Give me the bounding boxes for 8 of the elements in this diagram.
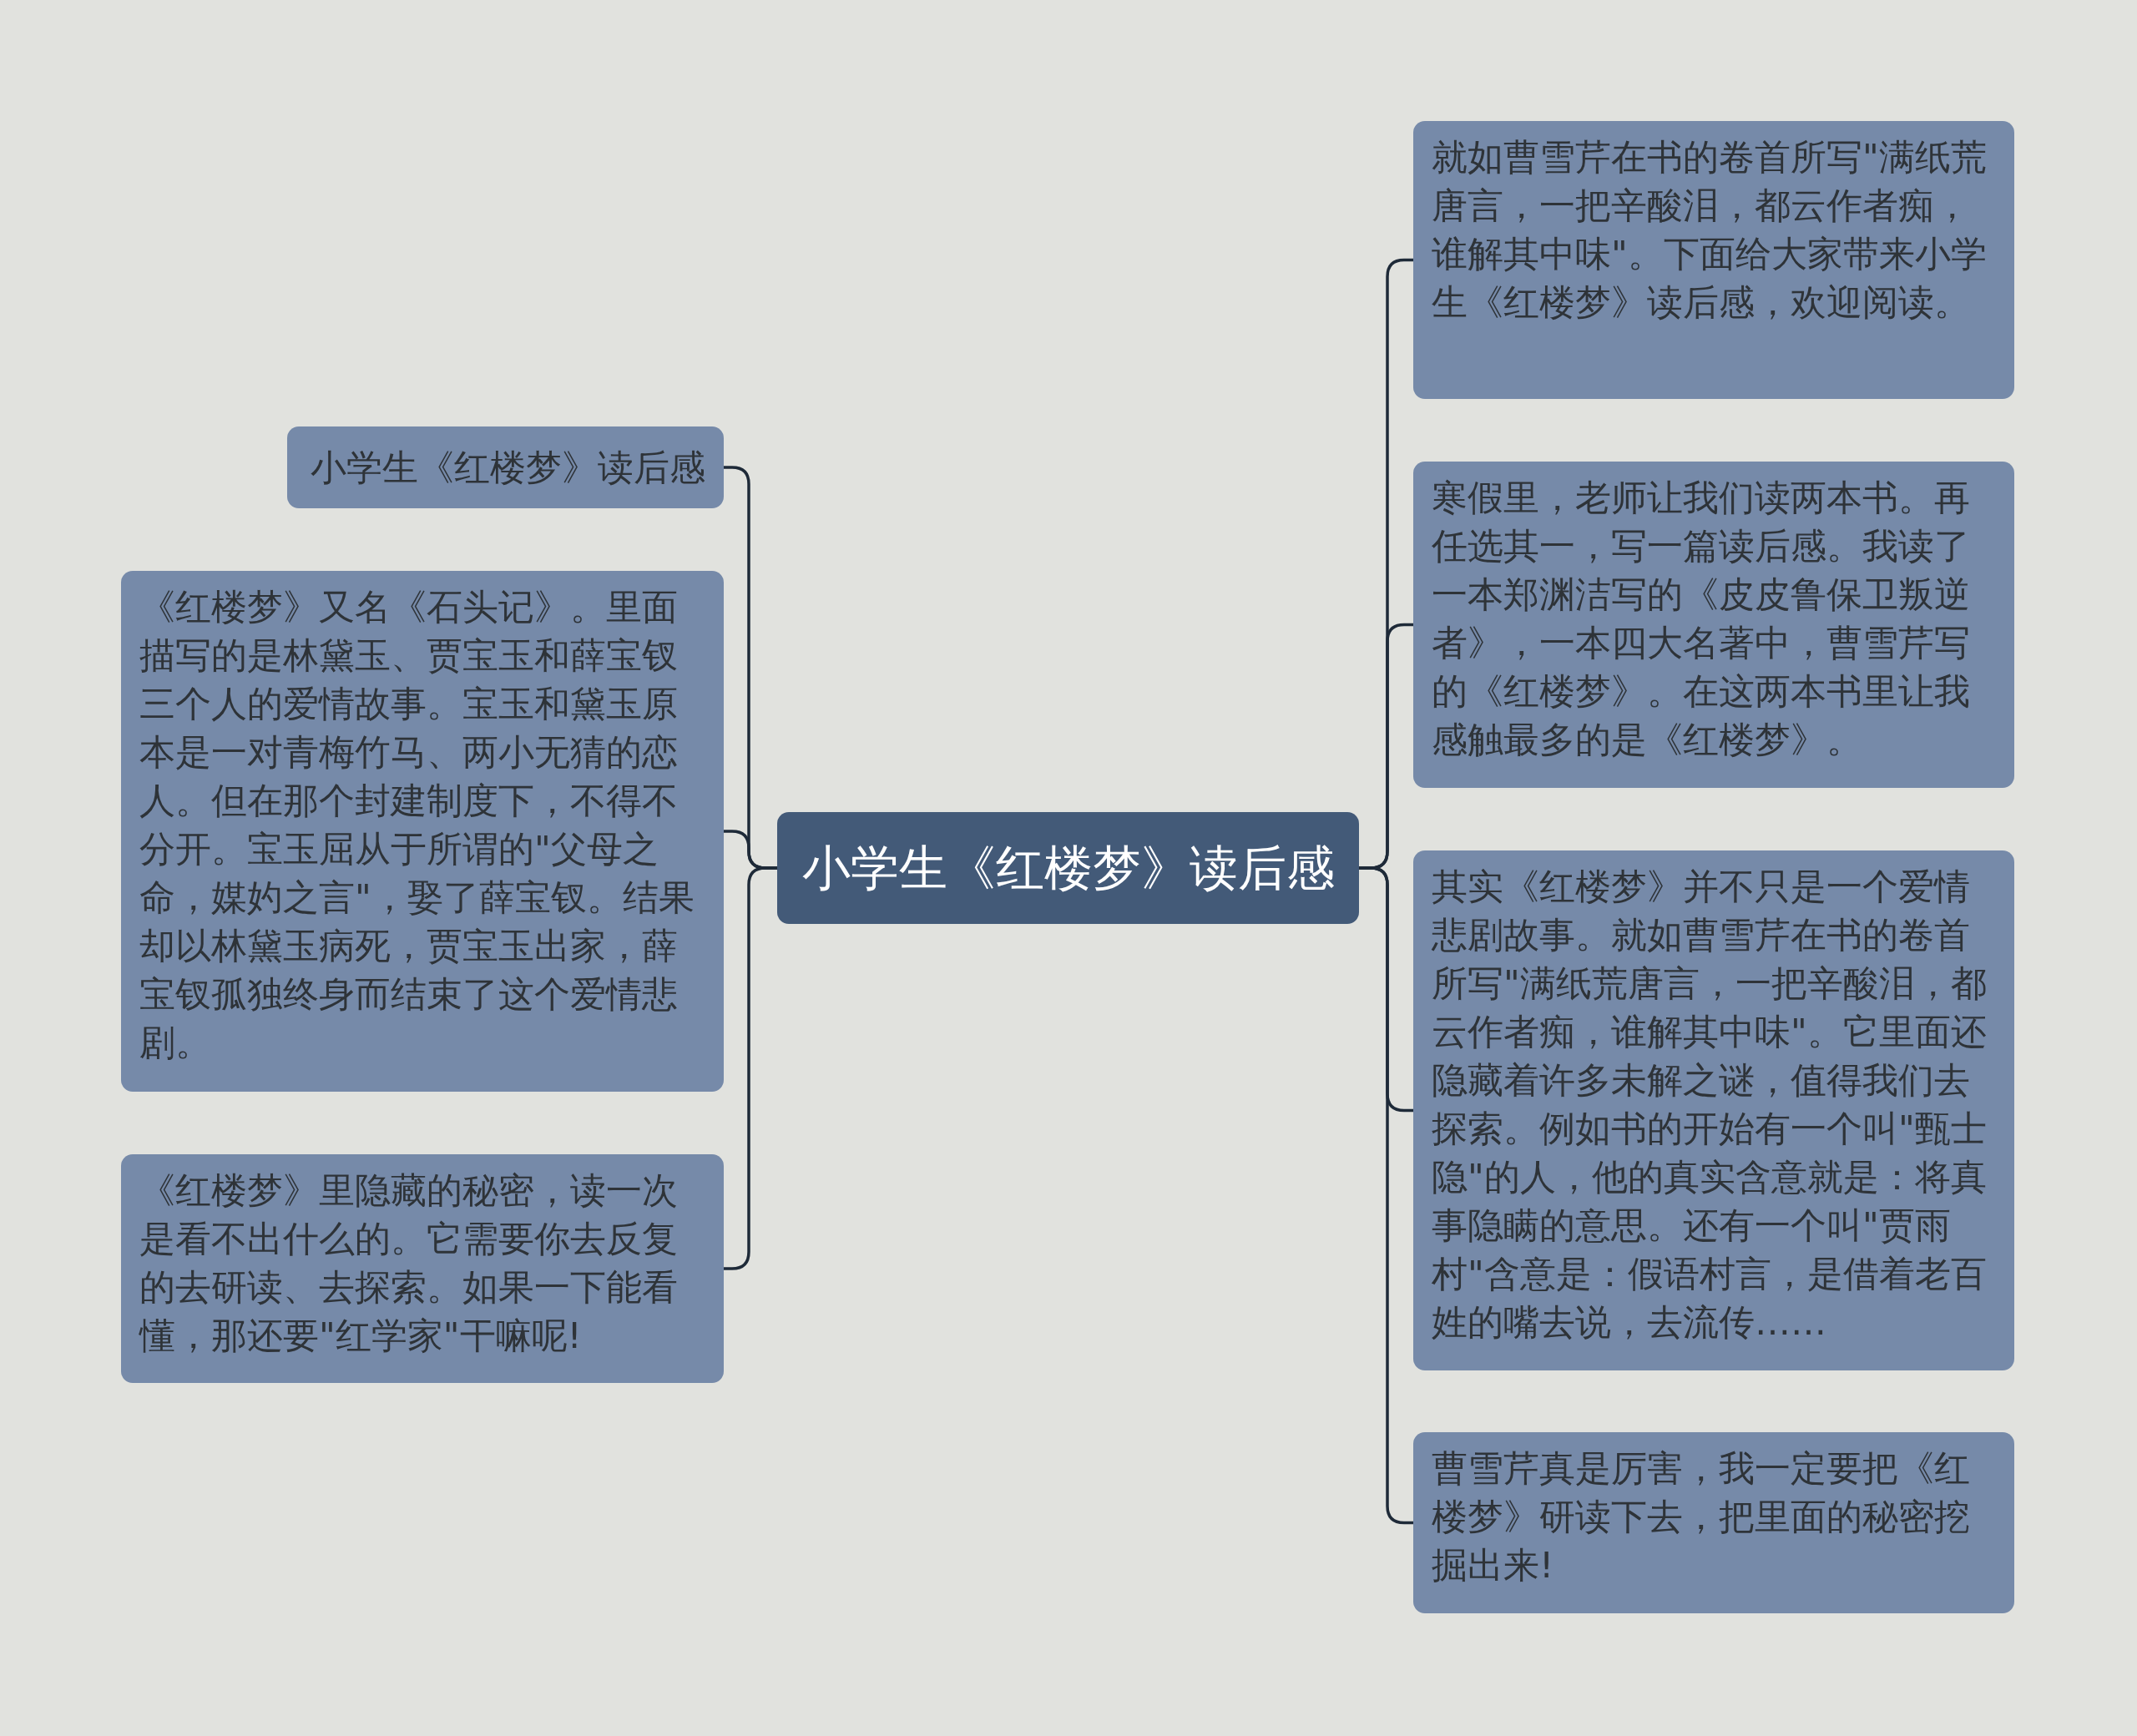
topic-box: 就如曹雪芹在书的卷首所写"满纸荒唐言，一把辛酸泪，都云作者痴，谁解其中味"。下面给大家带来小学生《红楼梦》读后感，欢迎阅读。 bbox=[1413, 121, 2014, 399]
topic-box: 《红楼梦》又名《石头记》。里面描写的是林黛玉、贾宝玉和薛宝钗三个人的爱情故事。宝玉和黛玉原本是一对青梅竹马、两小无猜的恋人。但在那个封建制度下，不得不分开。宝玉屈从于所谓的"父母之命，媒妁之言"，娶了薛宝钗。结果却以林黛玉病死，贾宝玉出家，薛宝钗孤独终身而结束了这个爱情悲剧。 bbox=[121, 571, 724, 1092]
topic-box: 小学生《红楼梦》读后感 bbox=[287, 426, 724, 508]
topic-box: 寒假里，老师让我们读两本书。再任选其一，写一篇读后感。我读了一本郑渊洁写的《皮皮鲁保卫叛逆者》，一本四大名著中，曹雪芹写的《红楼梦》。在这两本书里让我感触最多的是《红楼梦》。 bbox=[1413, 462, 2014, 788]
topic-box: 《红楼梦》里隐藏的秘密，读一次是看不出什么的。它需要你去反复的去研读、去探索。如果一下能看懂，那还要"红学家"干嘛呢! bbox=[121, 1154, 724, 1383]
topic-box: 曹雪芹真是厉害，我一定要把《红楼梦》研读下去，把里面的秘密挖掘出来! bbox=[1413, 1432, 2014, 1613]
central-topic-box: 小学生《红楼梦》读后感 bbox=[777, 812, 1359, 924]
topic-box: 其实《红楼梦》并不只是一个爱情悲剧故事。就如曹雪芹在书的卷首所写"满纸荒唐言，一把辛酸泪，都云作者痴，谁解其中味"。它里面还隐藏着许多未解之谜，值得我们去探索。例如书的开始有一个叫"甄士隐"的人，他的真实含意就是：将真事隐瞒的意思。还有一个叫"贾雨村"含意是：假语村言，是借着老百姓的嘴去说，去流传…… bbox=[1413, 850, 2014, 1370]
